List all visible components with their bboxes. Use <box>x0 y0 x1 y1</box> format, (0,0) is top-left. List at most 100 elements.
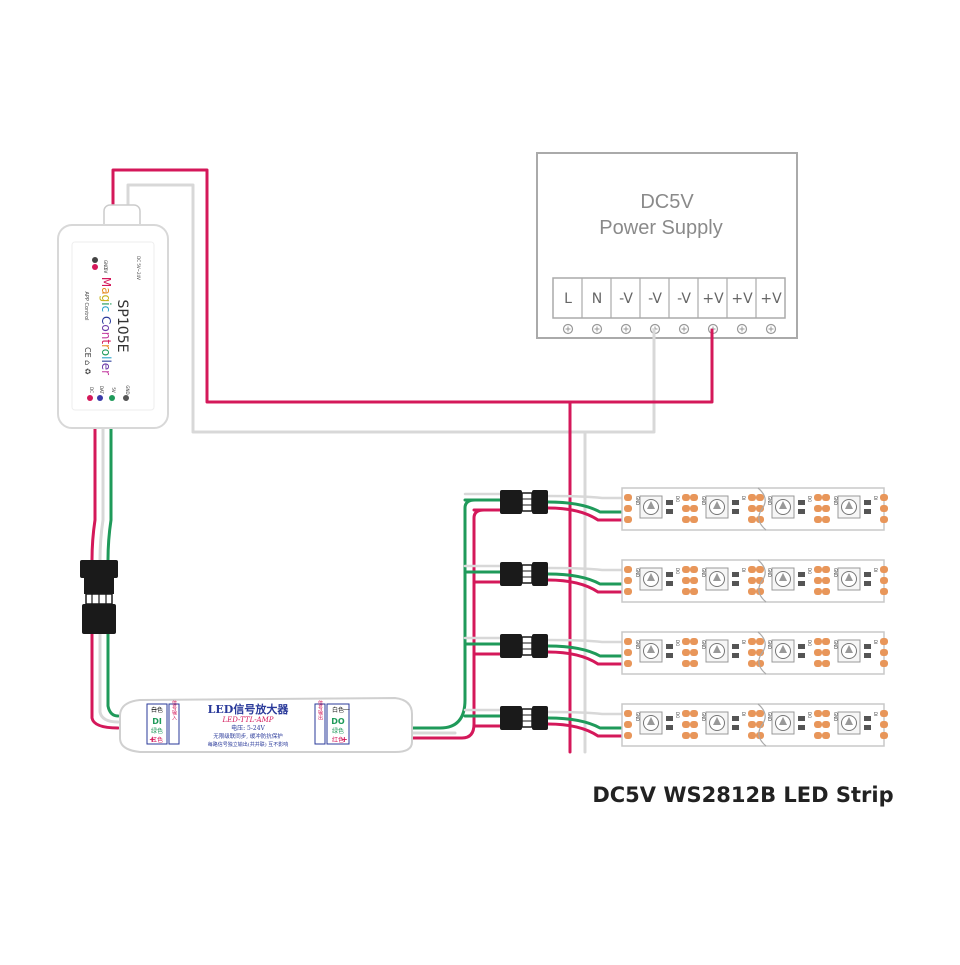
strip-pad <box>748 588 756 595</box>
strip-pad-label: GND <box>635 712 640 721</box>
strip-pad <box>624 577 632 584</box>
controller-out-green <box>106 426 113 562</box>
strip-pad <box>880 732 888 739</box>
strip-pad-label: DI <box>741 712 746 716</box>
strip-pad <box>756 660 764 667</box>
terminal-screw-icon <box>678 323 690 335</box>
strip-cut-line <box>757 559 767 603</box>
strip-pad <box>822 732 830 739</box>
strip-pad-label: GND <box>701 640 706 649</box>
amp-in-white <box>98 632 120 724</box>
strip-connector <box>500 634 548 658</box>
pin-dot-dat <box>97 395 103 401</box>
strip-pad <box>814 649 822 656</box>
strip-pad <box>624 710 632 717</box>
ws2812b-led-icon <box>705 639 739 663</box>
inline-connector <box>80 560 118 634</box>
strip-pad <box>690 588 698 595</box>
strip-pad-label: DO <box>807 712 812 718</box>
strip-pad <box>814 710 822 717</box>
controller-model: SP105E <box>114 300 130 353</box>
strip-pad <box>624 721 632 728</box>
strip-pad <box>756 649 764 656</box>
strip-pad-label: GND <box>635 496 640 505</box>
connector-female-top <box>80 560 118 578</box>
strip-pad <box>690 577 698 584</box>
connector-male-body <box>82 604 116 634</box>
strip-pad <box>756 732 764 739</box>
strip-pad-label: DI <box>873 712 878 716</box>
amp-out-green-bus <box>408 498 502 730</box>
strip-pad <box>624 505 632 512</box>
strip-pad <box>880 566 888 573</box>
pin-label-top-5v: 5V <box>103 268 108 274</box>
strip-pad-label: GND <box>767 568 772 577</box>
strip-pad-label: DO <box>675 568 680 574</box>
signal-amplifier: 白色 DI 绿色 红色 — + 信号输入 LED信号放大器 LED-TTL-AM… <box>119 696 413 753</box>
amp-in-red <box>90 632 120 730</box>
strip-pad <box>690 505 698 512</box>
strip-pad-label: DI <box>741 496 746 500</box>
strip-pad <box>822 660 830 667</box>
terminal-screw-icon <box>765 323 777 335</box>
strip-pad <box>690 494 698 501</box>
terminal-label: +V <box>760 291 782 307</box>
ws2812b-led-icon <box>837 567 871 591</box>
amp-right-minus: — <box>343 705 350 713</box>
terminal-screw-icon <box>562 323 574 335</box>
strip-pad <box>690 566 698 573</box>
strip-pad <box>748 710 756 717</box>
amp-in-green <box>106 632 120 718</box>
strip-pad <box>690 721 698 728</box>
ws2812b-led-icon <box>771 639 805 663</box>
strip-pad-label: GND <box>701 712 706 721</box>
strip-pad <box>756 721 764 728</box>
strip-pad <box>624 516 632 523</box>
strip-pad <box>748 721 756 728</box>
strip-pad <box>748 505 756 512</box>
strip-pad <box>682 505 690 512</box>
amp-right-green-label: 绿色 <box>332 727 344 735</box>
strip-cut-line <box>757 703 767 747</box>
strip-pad <box>814 660 822 667</box>
pin-dot-dc <box>87 395 93 401</box>
power-supply-title: DC5V <box>640 191 694 213</box>
connector-female-body <box>84 578 114 594</box>
strip-pad <box>682 732 690 739</box>
strip-pad-label: GND <box>833 640 838 649</box>
amp-left-red-label: 红色 <box>151 736 163 744</box>
ws2812b-led-icon <box>837 711 871 735</box>
amp-desc-line1: 无限级联同步, 缓冲防抗保护 <box>213 732 283 740</box>
strip-pad <box>822 577 830 584</box>
strip-pad <box>880 721 888 728</box>
pin-label-top-gnd: GND <box>103 260 108 269</box>
controller-app-label: APP Control <box>83 291 89 320</box>
terminal-label: -V <box>648 291 662 307</box>
strip-pad <box>682 649 690 656</box>
strip-pad <box>748 516 756 523</box>
controller-input-label: DC 5V~24V <box>136 256 141 280</box>
ws2812b-led-icon <box>639 495 673 519</box>
strip-pad <box>880 588 888 595</box>
strip-pad <box>624 732 632 739</box>
strip-pad-label: GND <box>833 568 838 577</box>
pin-label-dat: DAT <box>99 386 104 394</box>
amp-out-red-bus <box>408 508 502 740</box>
pin-dot-gnd <box>92 257 98 263</box>
strip-pad <box>822 721 830 728</box>
strip-pad <box>624 660 632 667</box>
amp-right-red-label: 红色 <box>332 736 344 744</box>
strip-pad <box>624 638 632 645</box>
strip-pad <box>624 566 632 573</box>
strip-pad <box>822 710 830 717</box>
ws2812b-led-icon <box>639 639 673 663</box>
strip-connector <box>500 706 548 730</box>
strip-pad <box>880 660 888 667</box>
amp-left-color-box <box>146 703 168 745</box>
strip-pad <box>756 566 764 573</box>
strip-pad <box>756 710 764 717</box>
